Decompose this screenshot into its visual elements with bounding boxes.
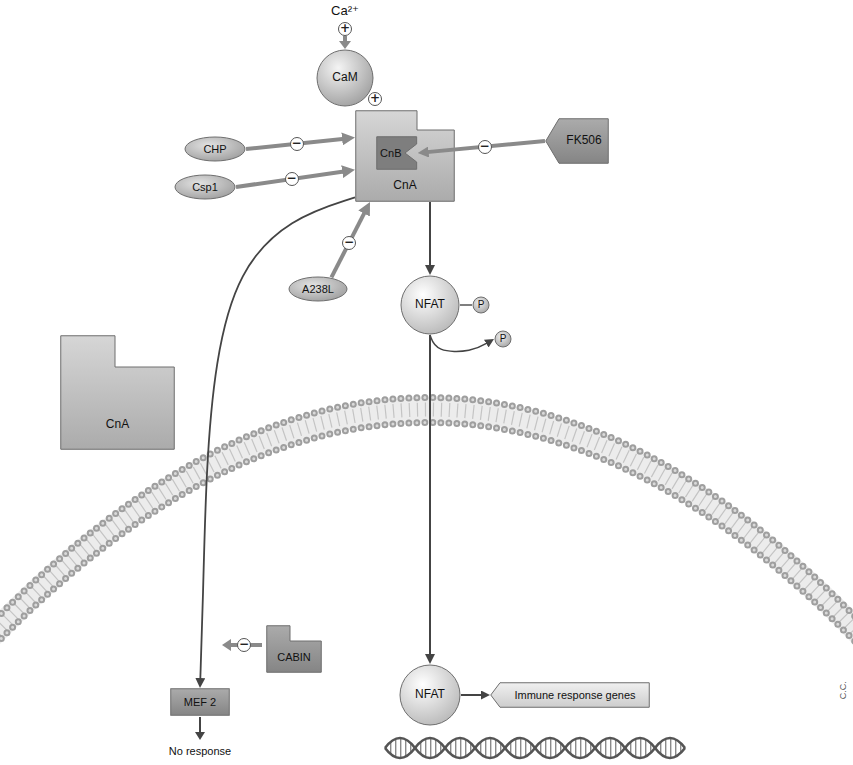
edge-sign: − <box>285 172 299 186</box>
calmodulin-sphere-fill <box>317 50 373 106</box>
node-label: P <box>478 299 485 311</box>
gene-tag-fill <box>491 683 650 708</box>
inhibition-sign: − <box>237 638 251 652</box>
activation-sign: + <box>368 92 382 106</box>
edge-sign: − <box>290 137 304 151</box>
ion-label: Ca²⁺ <box>331 4 359 19</box>
translocation-arrow <box>429 335 431 658</box>
transcription-factor-sphere-fill <box>400 665 460 725</box>
inhibitor-block-fill <box>267 626 322 673</box>
dna-strand <box>385 738 685 758</box>
transcription-factor-sphere-fill <box>401 276 459 334</box>
inhibition-sign: − <box>290 137 304 151</box>
drug-block: FK506 <box>545 118 609 164</box>
mef2-output-arrow-head <box>195 732 205 740</box>
node-label: FK506 <box>566 134 601 148</box>
outcome-label: No response <box>169 745 231 758</box>
node-label: Immune response genes <box>514 689 635 702</box>
cabin-arrow-head <box>222 639 231 651</box>
node-label: NFAT <box>415 298 445 312</box>
calcineurin-a-block-fill <box>356 111 455 202</box>
inhibitor-block-outline <box>266 625 322 673</box>
transcription-factor-box: MEF 2 <box>170 688 230 716</box>
node-label: MEF 2 <box>184 696 216 709</box>
dephosphorylation-arrow <box>430 335 489 351</box>
edge-sign: − <box>478 140 492 154</box>
inhibitor-ellipse-fill <box>185 137 245 161</box>
inhibition-sign: − <box>285 172 299 186</box>
activation-sign: + <box>338 22 352 36</box>
transcription-factor-sphere: NFAT <box>400 275 460 335</box>
pathway-arrow <box>200 197 355 682</box>
calcium-arrow-head <box>339 41 351 49</box>
membrane-inner-highlights <box>0 423 853 651</box>
inhibition-sign: − <box>478 140 492 154</box>
activation-arrow <box>461 694 485 696</box>
node-label: CnB <box>380 147 401 160</box>
ion-label: Ca²⁺ <box>331 4 359 19</box>
calcineurin-b-subunit-fill <box>377 137 417 170</box>
dna-base-pairs <box>385 736 685 760</box>
watermark: C.C. <box>838 681 848 699</box>
calcineurin-b-subunit: CnB <box>376 136 417 170</box>
node-label: CaM <box>332 71 357 85</box>
dna-strand <box>385 738 685 758</box>
inhibition-sign: − <box>237 638 251 652</box>
inhibitor-ellipse-fill <box>289 277 347 301</box>
node-label: NFAT <box>415 688 445 702</box>
drug-block-fill <box>546 119 609 164</box>
calmodulin-sphere: CaM <box>316 49 374 107</box>
outcome-label: No response <box>169 745 231 758</box>
node-label: CABIN <box>277 651 311 664</box>
phosphate-bond <box>460 304 472 306</box>
activation-sign: + <box>338 22 352 36</box>
calcineurin-a-block-fill <box>61 336 175 450</box>
inhibitor-block: CABIN <box>266 625 322 673</box>
membrane-inner-heads <box>0 423 853 651</box>
gene-tag: Immune response genes <box>490 682 650 708</box>
inhibition-arrow <box>331 209 366 277</box>
transcription-factor-sphere: NFAT <box>399 664 461 726</box>
inhibition-arrow <box>236 171 347 187</box>
node-label: CnA <box>106 418 129 432</box>
inhibition-sign: − <box>342 236 356 250</box>
calcineurin-a-block-outline <box>60 335 175 450</box>
node-label: CHP <box>203 143 226 156</box>
phosphate-circle-fill <box>495 331 511 347</box>
node-label: A238L <box>302 283 334 296</box>
activation-arrow <box>429 202 431 269</box>
activation-sign: + <box>368 92 382 106</box>
watermark: C.C. <box>838 681 848 699</box>
calcineurin-a-block: CnA CnB <box>355 110 455 202</box>
calcineurin-a-block: CnA <box>60 335 175 450</box>
phosphate-circle: P <box>494 330 512 348</box>
inhibitor-ellipse: A238L <box>288 276 348 302</box>
phosphate-circle: P <box>472 296 490 314</box>
transcription-factor-box-fill <box>171 689 230 716</box>
mef2-output-arrow <box>199 717 201 733</box>
edge-sign: − <box>342 236 356 250</box>
node-label: P <box>500 333 507 345</box>
phosphate-circle-fill <box>473 297 489 313</box>
inhibitor-ellipse-fill <box>175 175 235 199</box>
inhibitor-ellipse: Csp1 <box>174 174 236 200</box>
node-label: CnA <box>393 179 416 193</box>
node-label: Csp1 <box>192 181 218 194</box>
inhibitor-ellipse: CHP <box>184 136 246 162</box>
